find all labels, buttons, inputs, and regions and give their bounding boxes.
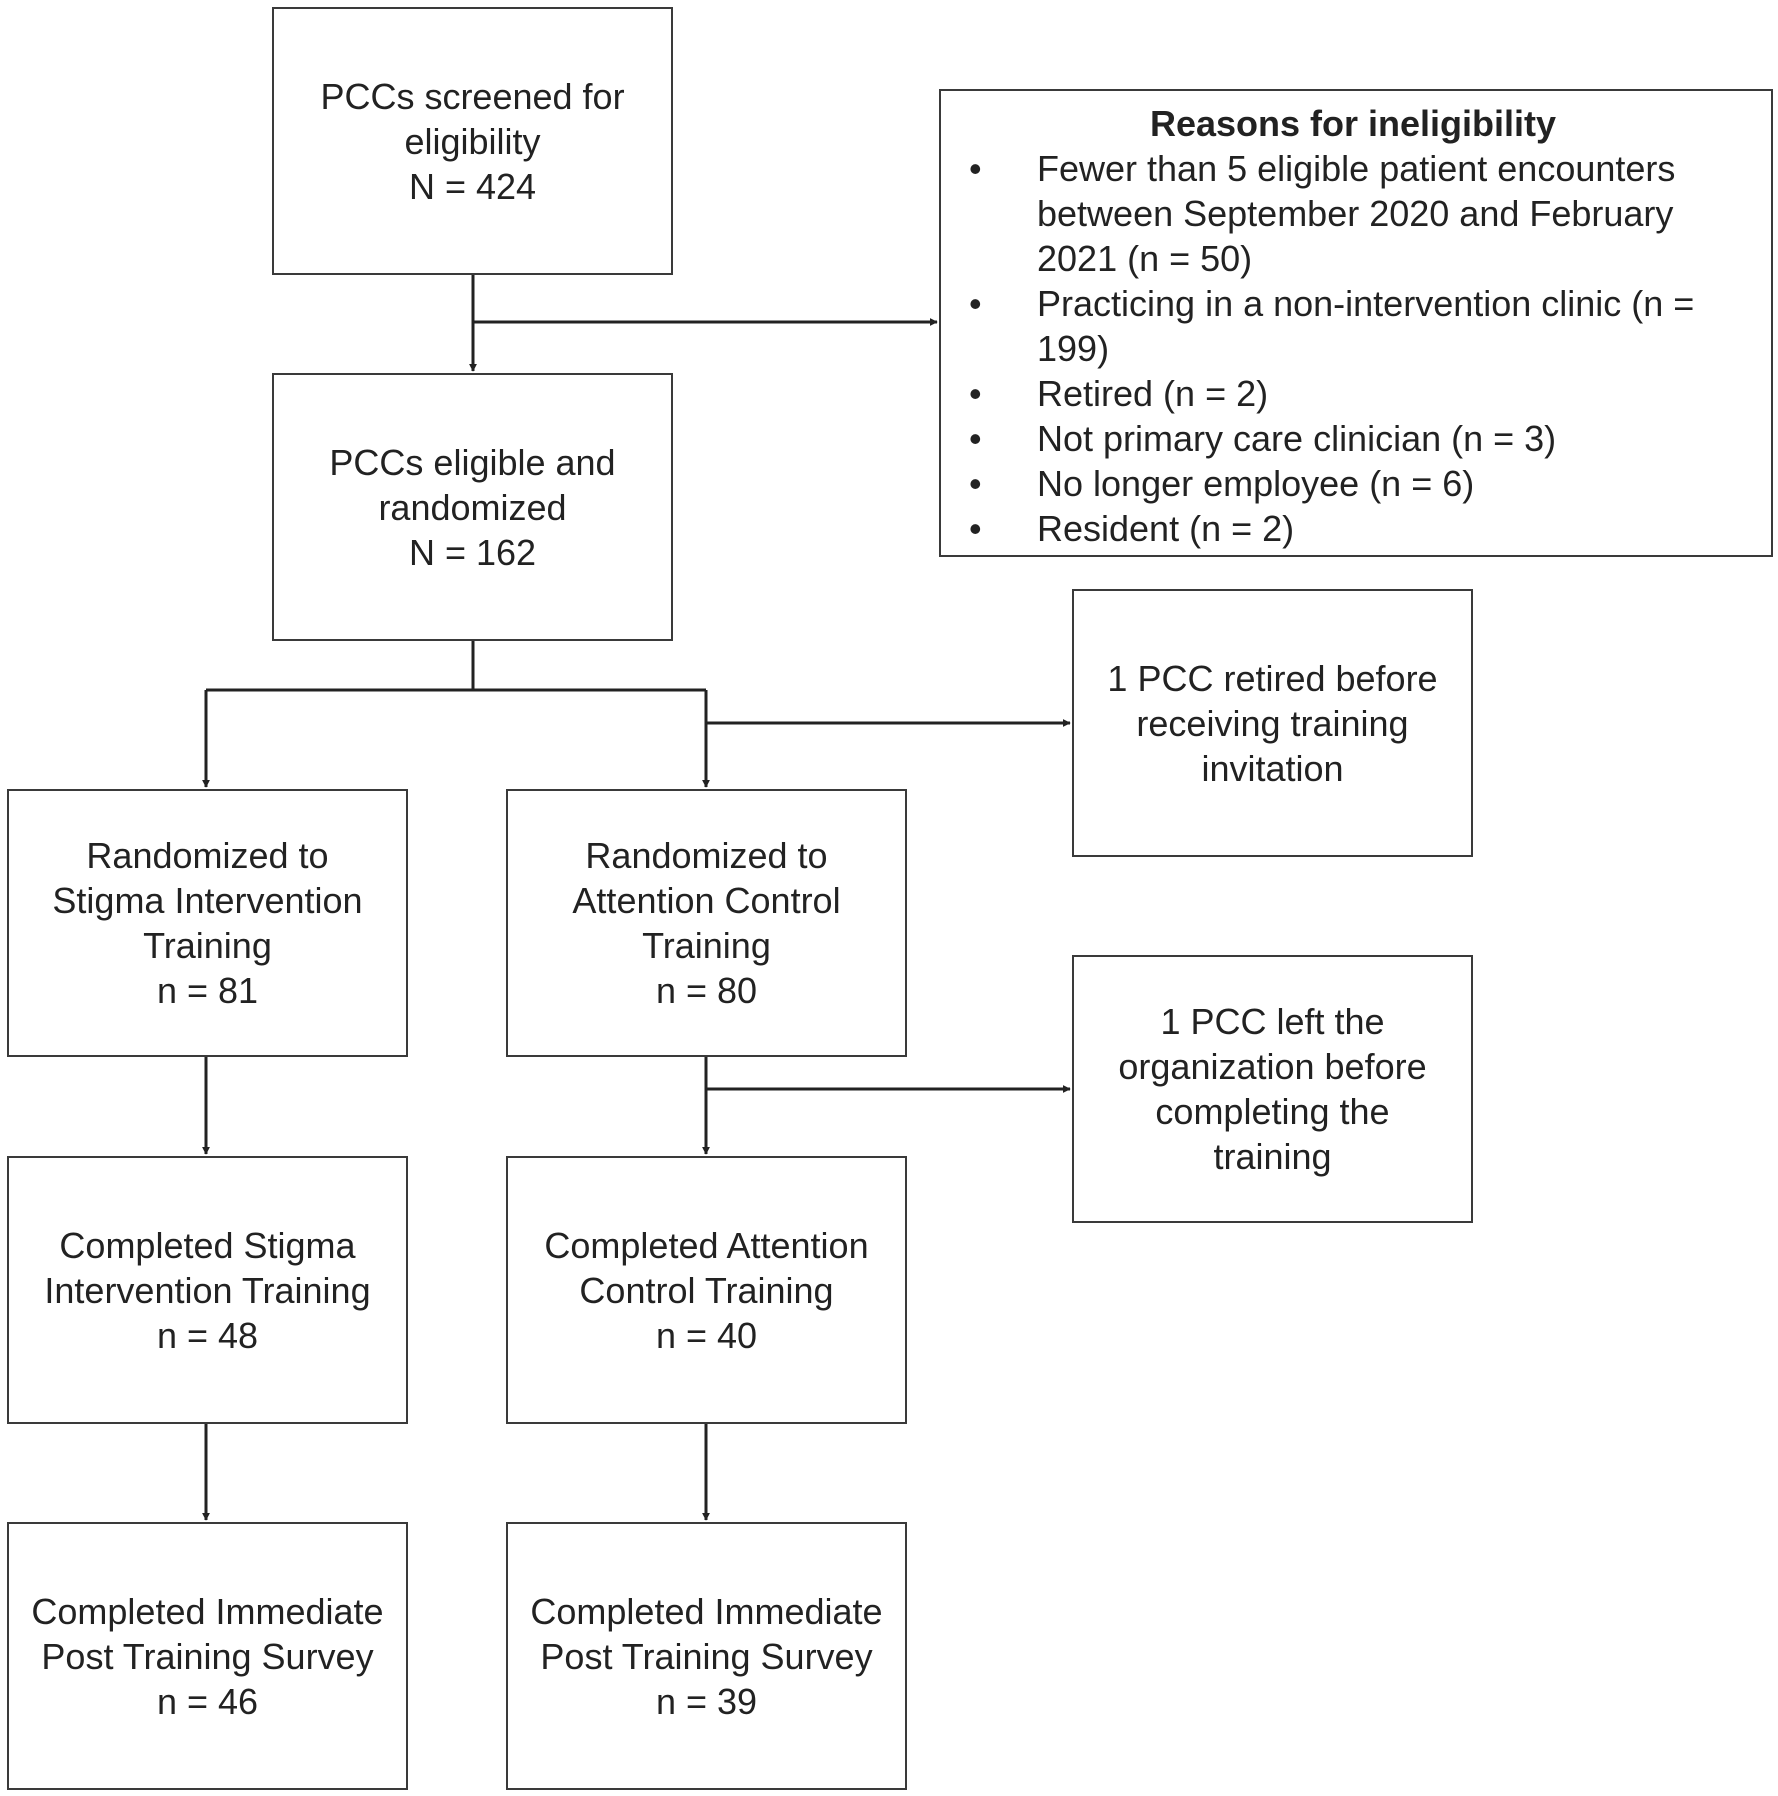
ineligibility-box: Reasons for ineligibility Fewer than 5 e… <box>939 89 1773 557</box>
ineligibility-reason: Resident (n = 2) <box>955 506 1751 551</box>
stigma-survey-line: Completed Immediate <box>31 1590 384 1632</box>
ineligibility-reason: Practicing in a non-intervention clinic … <box>955 281 1751 371</box>
ineligibility-list: Fewer than 5 eligible patient encounters… <box>955 146 1751 551</box>
ineligibility-reason: Retired (n = 2) <box>955 371 1751 416</box>
stigma-survey-count: n = 46 <box>156 1680 259 1722</box>
screened-box: PCCs screened for eligibility N = 424 <box>272 7 673 275</box>
eligible-box: PCCs eligible and randomized N = 162 <box>272 373 673 641</box>
retired-line: receiving training <box>1136 702 1409 744</box>
stigma-completed-training-box: Completed Stigma Intervention Training n… <box>7 1156 408 1424</box>
control-completed-training-box: Completed Attention Control Training n =… <box>506 1156 907 1424</box>
control-survey-count: n = 39 <box>655 1680 758 1722</box>
control-completed-line: Control Training <box>579 1269 834 1311</box>
stigma-randomized-count: n = 81 <box>156 970 259 1011</box>
control-completed-count: n = 40 <box>655 1314 758 1356</box>
control-randomized-line: Randomized to <box>585 835 828 876</box>
eligible-line: PCCs eligible and <box>329 441 616 483</box>
stigma-randomized-line: Training <box>143 925 272 966</box>
control-randomized-count: n = 80 <box>655 970 758 1011</box>
stigma-completed-line: Intervention Training <box>44 1269 371 1311</box>
control-completed-line: Completed Attention <box>544 1224 869 1266</box>
retired-line: invitation <box>1201 747 1344 789</box>
control-survey-line: Post Training Survey <box>540 1635 873 1677</box>
screened-count: N = 424 <box>408 165 537 207</box>
stigma-randomized-line: Randomized to <box>86 835 329 876</box>
ineligibility-title: Reasons for ineligibility <box>1149 103 1557 144</box>
retired-line: 1 PCC retired before <box>1107 657 1438 699</box>
eligible-count: N = 162 <box>408 531 537 573</box>
stigma-completed-line: Completed Stigma <box>59 1224 356 1266</box>
screened-line: eligibility <box>404 120 541 162</box>
ineligibility-reason: Fewer than 5 eligible patient encounters… <box>955 146 1751 281</box>
ineligibility-reason: Not primary care clinician (n = 3) <box>955 416 1751 461</box>
stigma-survey-line: Post Training Survey <box>41 1635 374 1677</box>
stigma-randomized-line: Stigma Intervention <box>52 880 363 921</box>
control-survey-line: Completed Immediate <box>530 1590 883 1632</box>
stigma-randomized-box: Randomized to Stigma Intervention Traini… <box>7 789 408 1057</box>
retired-exclusion-box: 1 PCC retired before receiving training … <box>1072 589 1473 857</box>
control-survey-box: Completed Immediate Post Training Survey… <box>506 1522 907 1790</box>
left-line: training <box>1213 1136 1332 1177</box>
stigma-survey-box: Completed Immediate Post Training Survey… <box>7 1522 408 1790</box>
eligible-line: randomized <box>378 486 567 528</box>
left-line: completing the <box>1155 1091 1390 1132</box>
left-line: organization before <box>1118 1046 1427 1087</box>
control-randomized-line: Training <box>642 925 771 966</box>
left-exclusion-box: 1 PCC left the organization before compl… <box>1072 955 1473 1223</box>
ineligibility-reason: No longer employee (n = 6) <box>955 461 1751 506</box>
control-randomized-box: Randomized to Attention Control Training… <box>506 789 907 1057</box>
stigma-completed-count: n = 48 <box>156 1314 259 1356</box>
screened-line: PCCs screened for <box>320 75 625 117</box>
control-randomized-line: Attention Control <box>572 880 841 921</box>
left-line: 1 PCC left the <box>1160 1001 1385 1042</box>
